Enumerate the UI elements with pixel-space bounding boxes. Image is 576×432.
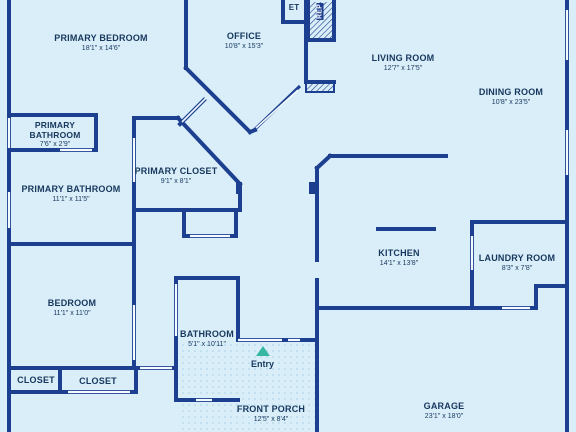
wall-office-angle [183,65,253,135]
room-bedroom: BEDROOM 11'1" x 11'0" [48,298,96,317]
room-name: BATHROOM [180,329,234,339]
room-primary-bathroom-small: PRIMARY BATHROOM 7'6" x 2'9" [29,120,80,148]
entry-marker-icon [256,346,270,356]
room-dims: 7'6" x 2'9" [39,141,71,148]
hall-window [181,97,207,123]
hearth-hatch [305,81,335,93]
room-name: GARAGE [423,401,465,411]
room-kitchen: KITCHEN 14'1" x 13'8" [378,248,419,267]
room-dims: 18'1" x 14'6" [81,45,121,52]
fireplace-hatch [310,2,332,38]
room-dims: 10'8" x 23'5" [491,99,531,106]
porch-floor [180,340,317,432]
room-laundry-room: LAUNDRY ROOM 8'3" x 7'8" [479,253,555,272]
room-primary-bedroom: PRIMARY BEDROOM 18'1" x 14'6" [54,33,148,52]
room-fireplace-partial: REP [316,3,324,20]
room-bathroom: BATHROOM 5'1" x 10'11" [180,329,234,348]
room-name: REP [316,3,324,20]
room-primary-bathroom: PRIMARY BATHROOM 11'1" x 11'5" [21,184,120,203]
walls [7,0,569,432]
room-name: LIVING ROOM [371,53,435,63]
office-door-glass [255,89,299,129]
room-dims: 12'5" x 8'4" [253,416,289,423]
room-name: PRIMARY CLOSET [134,166,218,176]
room-name: LAUNDRY ROOM [478,253,556,263]
room-dims: 12'7" x 17'5" [383,65,423,72]
room-name: OFFICE [226,31,262,41]
room-garage: GARAGE 23'1" x 18'0" [424,401,465,420]
room-office: OFFICE 10'8" x 15'3" [225,31,263,50]
room-name: CLOSET [17,375,55,385]
room-primary-closet: PRIMARY CLOSET 9'1" x 8'1" [135,166,218,185]
room-dims: 11'1" x 11'0" [53,310,91,317]
room-dims: 10'8" x 15'3" [224,43,264,50]
room-dims: 9'1" x 8'1" [160,178,192,185]
room-name-line1: PRIMARY [34,120,76,130]
room-dims: 14'1" x 13'8" [379,260,419,267]
room-dims: 8'3" x 7'8" [501,265,533,272]
room-dims: 23'1" x 18'0" [424,413,464,420]
entry-label: Entry [251,359,275,369]
room-front-porch: FRONT PORCH 12'5" x 8'4" [237,404,305,423]
wall-kitchen-angle [314,153,333,171]
room-name: KITCHEN [378,248,420,258]
room-closet-left: CLOSET [17,375,55,385]
room-name: PRIMARY BEDROOM [54,33,148,43]
room-living-room: LIVING ROOM 12'7" x 17'5" [372,53,435,72]
closet-wall-stub [236,182,242,194]
room-name-line2: BATHROOM [29,130,81,140]
room-dims: 5'1" x 10'11" [188,341,226,348]
room-name: ET [288,3,300,12]
room-name: PRIMARY BATHROOM [21,184,121,194]
room-name: CLOSET [79,376,117,386]
room-office-closet-partial: ET [289,3,300,12]
room-name: BEDROOM [47,298,97,308]
room-name: DINING ROOM [478,87,544,97]
room-name: FRONT PORCH [236,404,306,414]
room-dining-room: DINING ROOM 10'8" x 23'5" [479,87,543,106]
kitchen-wall-stub [309,182,315,194]
room-dims: 11'1" x 11'5" [52,196,90,203]
room-closet-right: CLOSET [79,376,117,386]
wall-primary-closet-angle [175,115,243,187]
